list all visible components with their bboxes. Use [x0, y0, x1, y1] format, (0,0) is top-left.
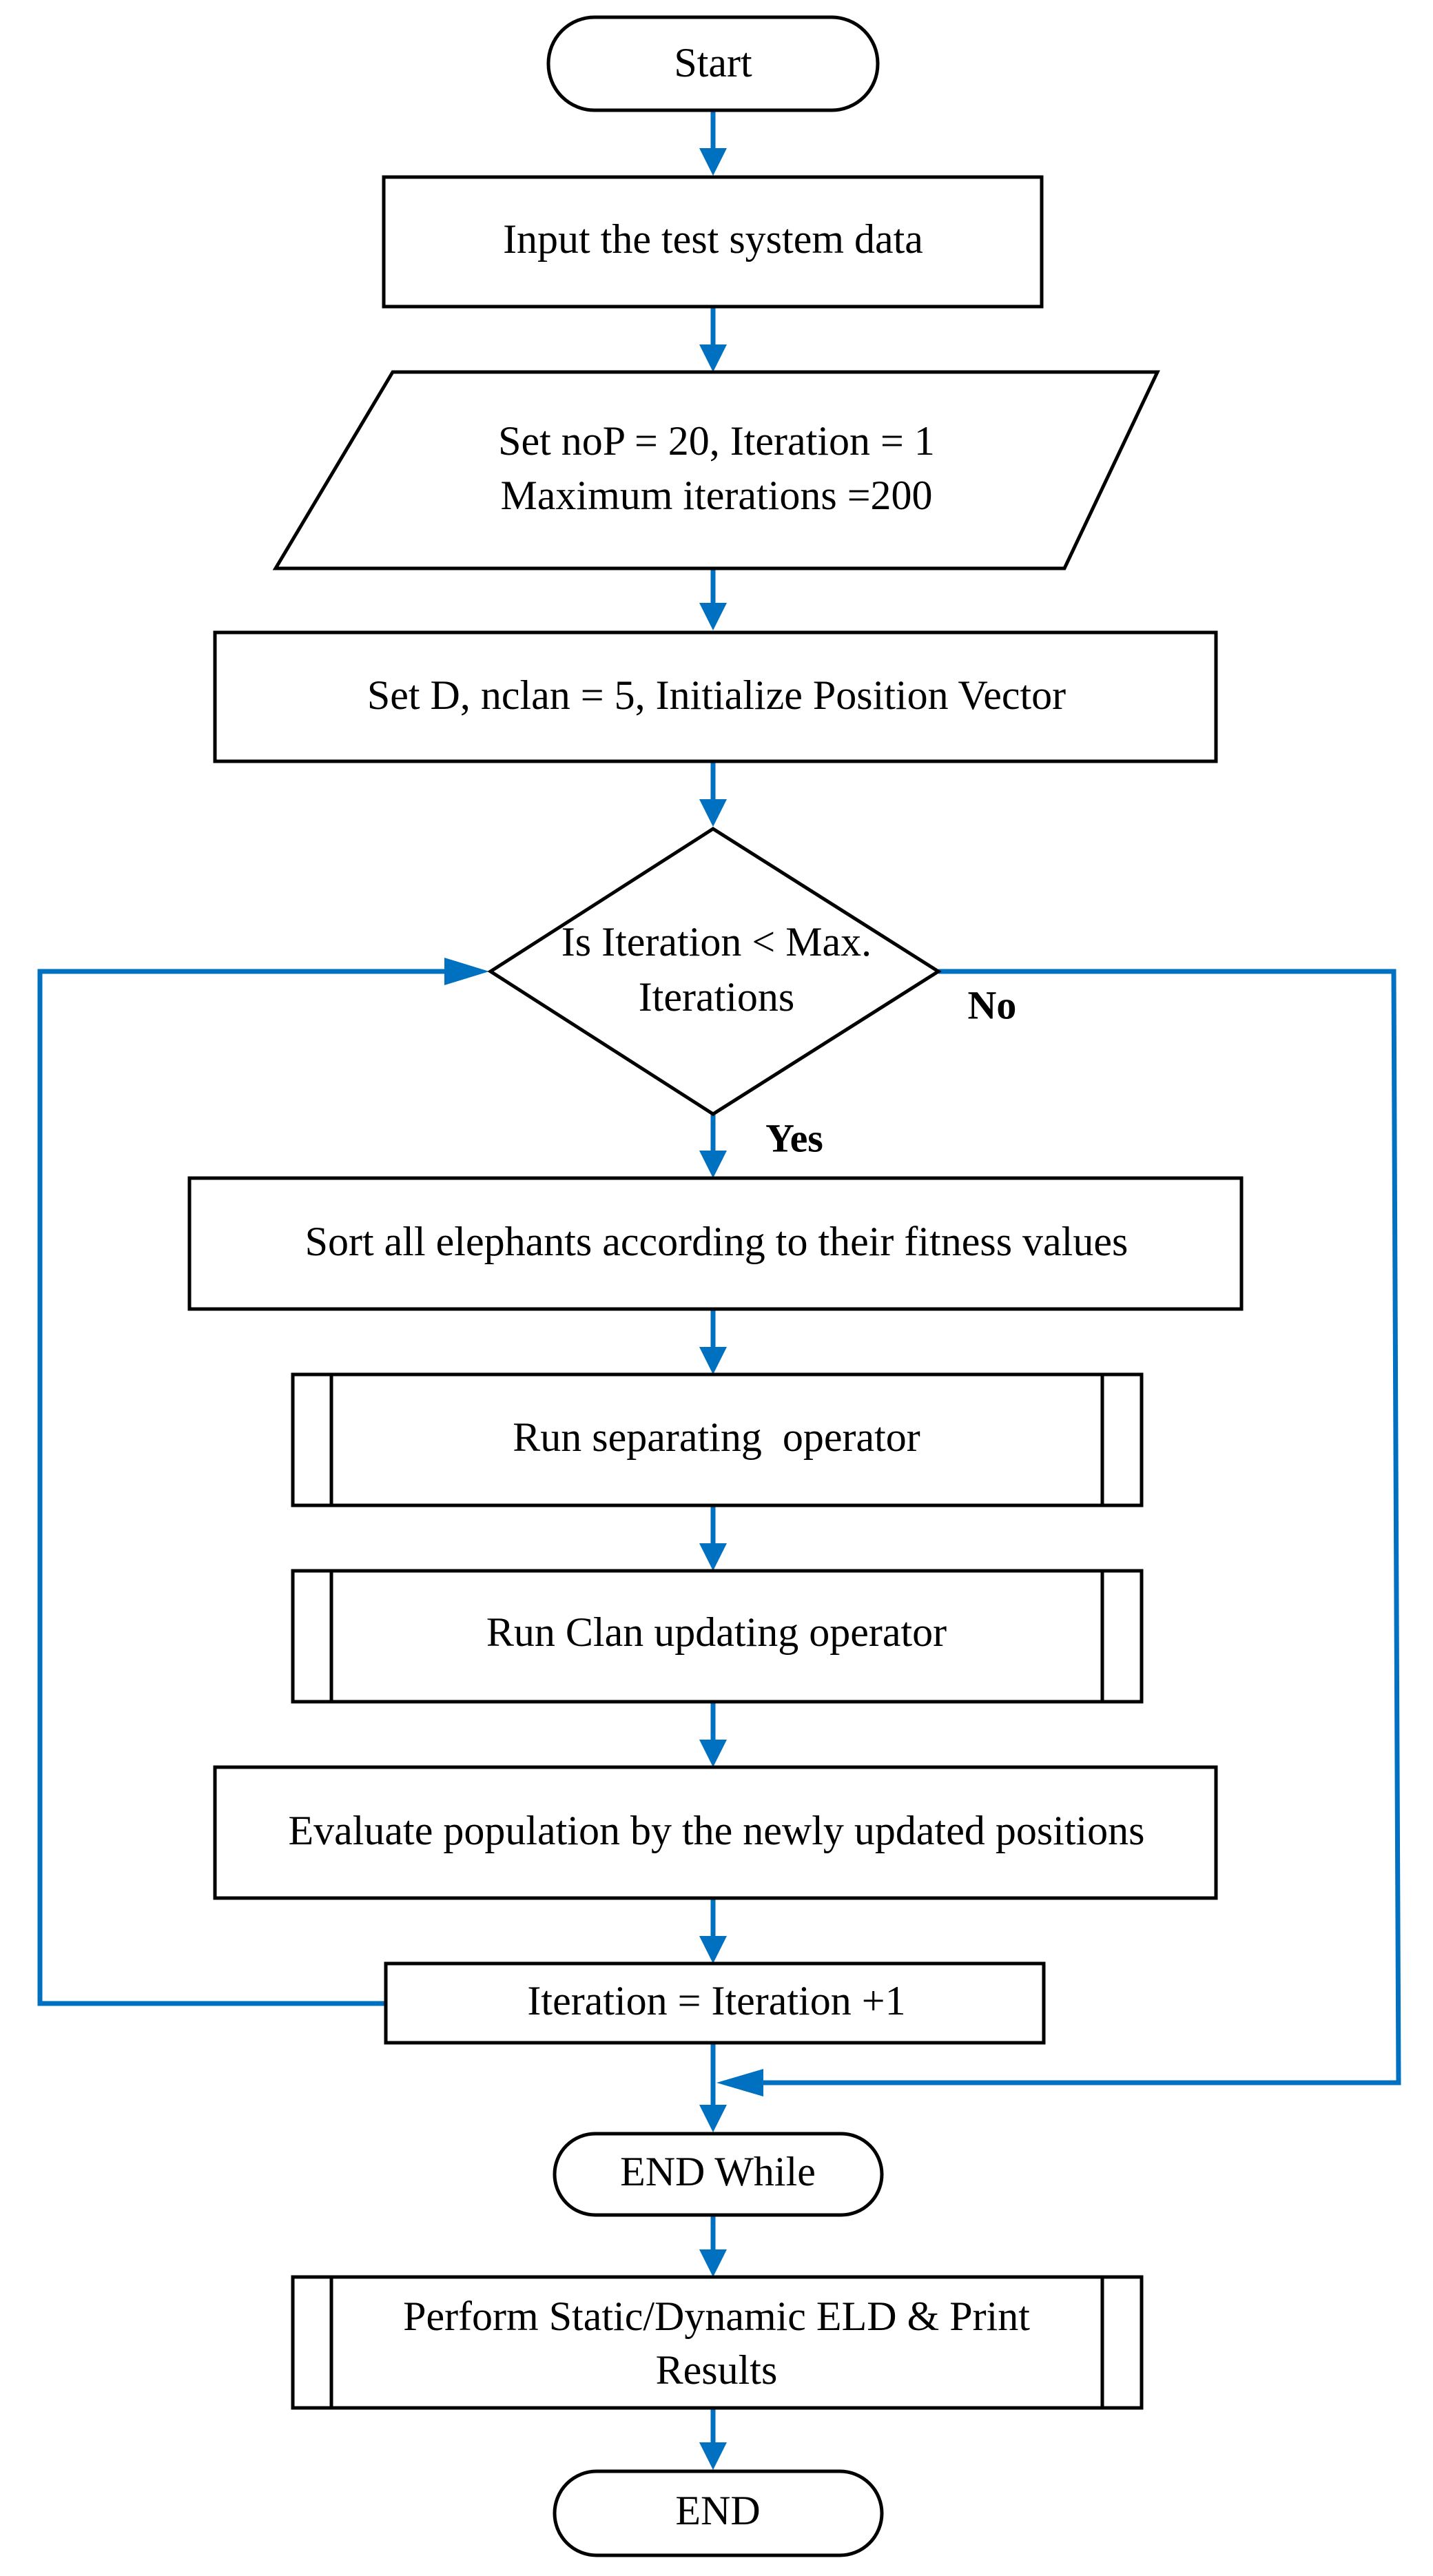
arrowhead-init — [699, 603, 727, 630]
separating-subprocess: Run separating operator — [291, 1372, 1144, 1507]
separating-box — [291, 1372, 1144, 1507]
end-label: END — [675, 2488, 760, 2533]
params-label-line1: Set noP = 20, Iteration = 1 — [498, 418, 935, 464]
params-parallelogram — [272, 370, 1160, 570]
clan-update-box — [291, 1569, 1144, 1704]
sort-process: Sort all elephants according to their fi… — [187, 1176, 1244, 1311]
evaluate-label: Evaluate population by the newly updated… — [288, 1808, 1144, 1853]
clan-update-subprocess: Run Clan updating operator — [291, 1569, 1144, 1704]
separating-label: Run separating operator — [513, 1414, 920, 1460]
arrowhead-sort — [699, 1151, 727, 1178]
arrowhead-clan — [699, 1543, 727, 1571]
arrowhead-increment — [699, 1936, 727, 1964]
perform-label-line1: Perform Static/Dynamic ELD & Print — [403, 2294, 1030, 2339]
arrowhead-decision — [699, 799, 727, 827]
input-box — [382, 175, 1044, 309]
no-branch-line — [763, 969, 1401, 2085]
loop-back-line — [37, 969, 444, 2006]
arrowhead-end — [699, 2442, 727, 2470]
yes-branch-label: Yes — [765, 1115, 823, 1160]
sort-box — [187, 1176, 1244, 1311]
increment-box — [384, 1961, 1046, 2045]
start-terminal: Start — [546, 15, 880, 112]
decision-label-line1: Is Iteration < Max. — [561, 919, 872, 965]
decision-label-line2: Iterations — [639, 974, 795, 1020]
end-while-label: END While — [620, 2149, 816, 2194]
arrowhead-params — [699, 344, 727, 372]
perform-box — [291, 2275, 1144, 2410]
no-branch-label: No — [968, 982, 1017, 1027]
arrowhead-endwhile — [699, 2105, 727, 2132]
input-label: Input the test system data — [503, 216, 923, 262]
arrowhead-evaluate — [699, 1740, 727, 1767]
arrowhead-input — [699, 148, 727, 176]
evaluate-box — [213, 1765, 1218, 1900]
arrowhead-loop-back — [444, 958, 489, 985]
arrowhead-separating — [699, 1347, 727, 1374]
perform-subprocess: Perform Static/Dynamic ELD & Print Resul… — [291, 2275, 1144, 2410]
perform-label-line2: Results — [656, 2347, 778, 2393]
params-io: Set noP = 20, Iteration = 1 Maximum iter… — [272, 370, 1160, 570]
init-label: Set D, nclan = 5, Initialize Position Ve… — [367, 672, 1066, 718]
increment-label: Iteration = Iteration +1 — [527, 1978, 905, 2023]
end-shape — [553, 2469, 884, 2557]
sort-label: Sort all elephants according to their fi… — [305, 1219, 1128, 1264]
arrowhead-no-branch — [716, 2069, 763, 2096]
increment-process: Iteration = Iteration +1 — [384, 1961, 1046, 2045]
evaluate-process: Evaluate population by the newly updated… — [213, 1765, 1218, 1900]
start-shape — [546, 15, 880, 112]
decision: Is Iteration < Max. Iterations — [487, 827, 942, 1116]
connectors — [37, 110, 1401, 2470]
clan-update-label: Run Clan updating operator — [486, 1609, 947, 1655]
start-label: Start — [674, 40, 752, 85]
init-process: Set D, nclan = 5, Initialize Position Ve… — [213, 630, 1218, 763]
decision-diamond — [487, 827, 942, 1116]
arrowhead-perform — [699, 2249, 727, 2277]
init-box — [213, 630, 1218, 763]
params-label-line2: Maximum iterations =200 — [500, 473, 932, 518]
end-terminal: END — [553, 2469, 884, 2557]
input-process: Input the test system data — [382, 175, 1044, 309]
end-while-terminal: END While — [553, 2132, 884, 2217]
end-while-shape — [553, 2132, 884, 2217]
